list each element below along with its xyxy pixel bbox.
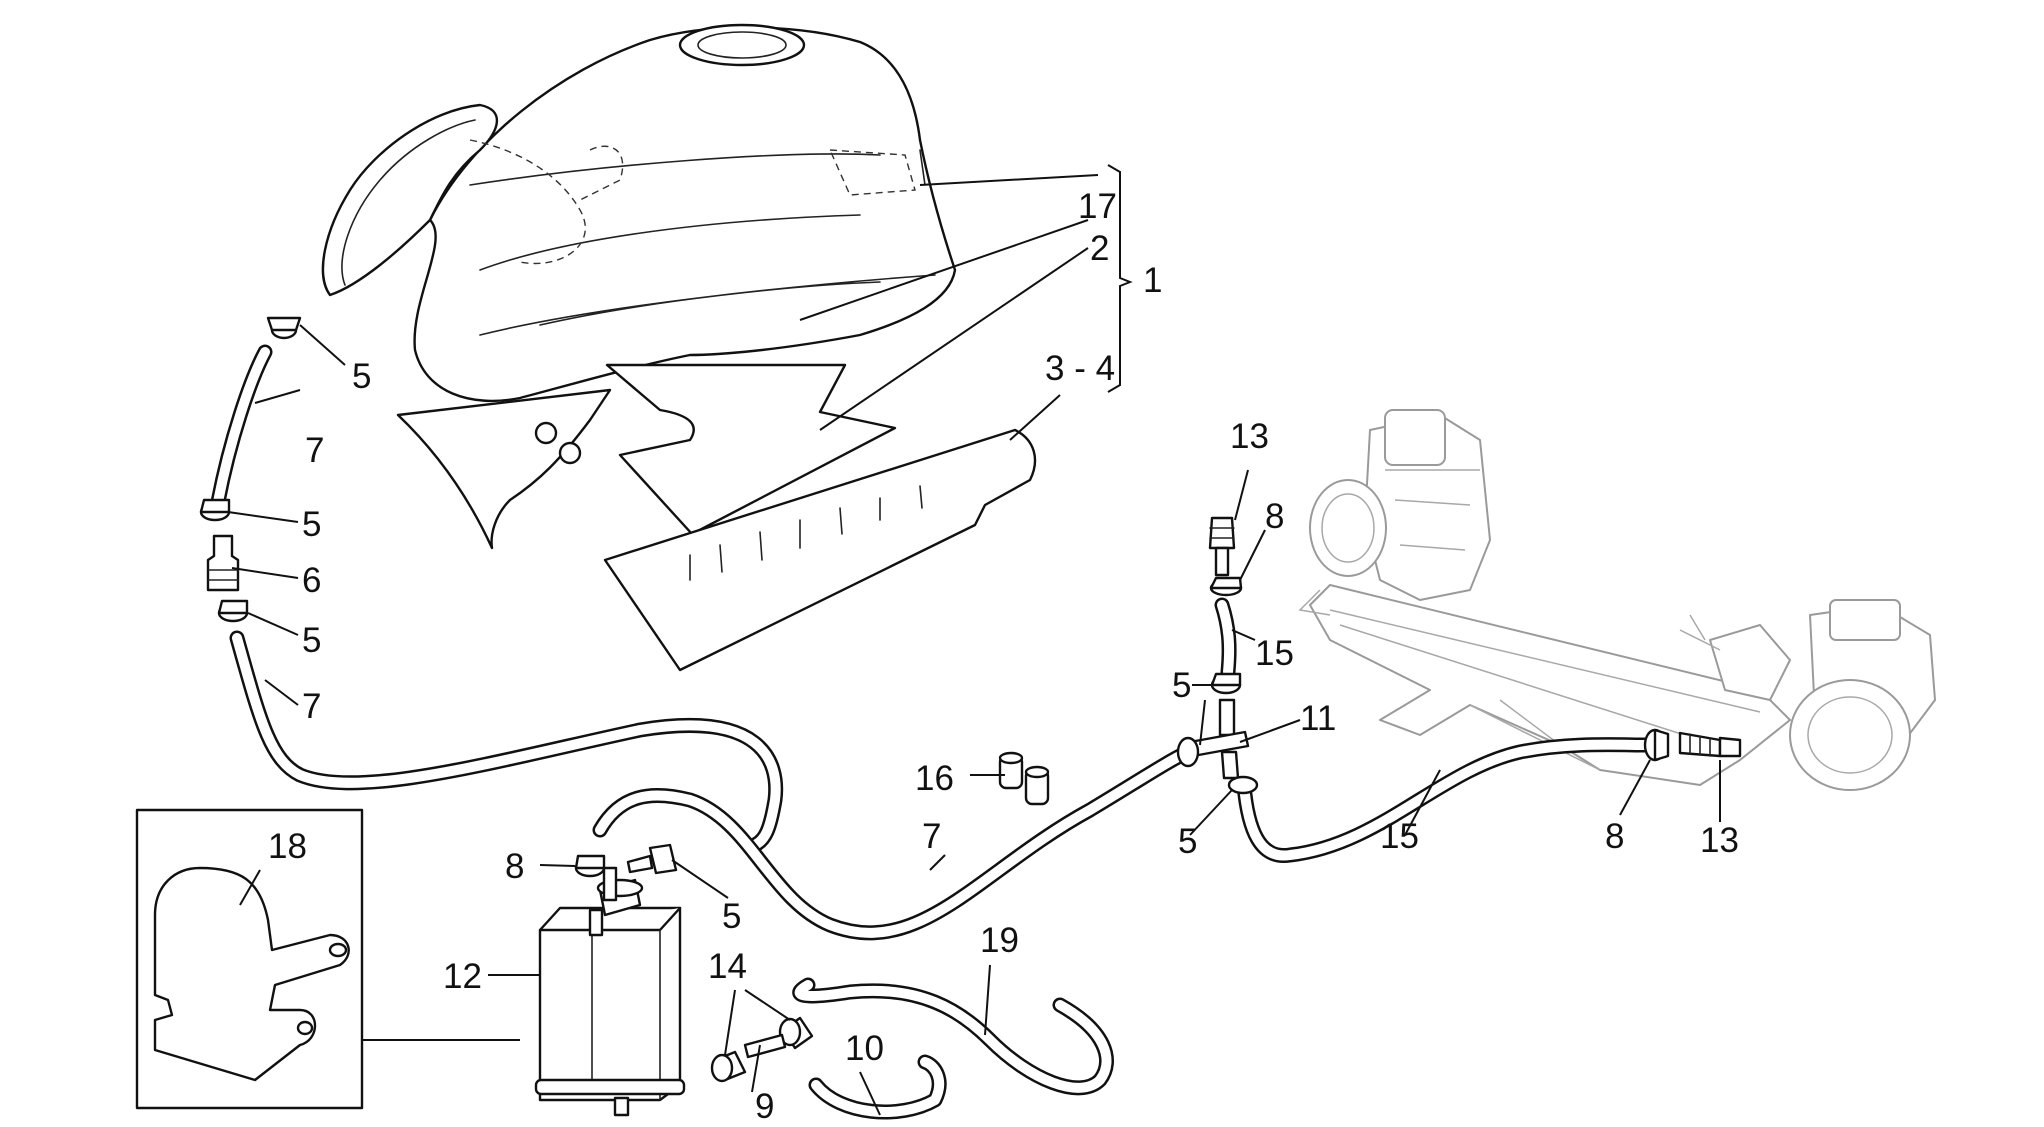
callout-5-c: 5 [302,621,321,660]
tank-pad [605,363,897,536]
callout-16: 16 [915,759,954,798]
callout-9: 9 [755,1087,774,1126]
callout-8-c: 8 [505,847,524,886]
callout-19: 19 [980,921,1019,960]
callout-5-a: 5 [352,357,371,396]
callout-5-f: 5 [722,897,741,936]
callout-10: 10 [845,1029,884,1068]
callout-7-a: 7 [305,431,324,470]
charcoal-canister [534,866,686,1117]
hoses [210,344,1653,1096]
callout-1: 1 [1143,261,1162,300]
tank-side-panel [396,388,612,550]
callout-2: 2 [1090,229,1109,268]
leader-lines [227,164,1721,1116]
callout-5-e: 5 [1178,822,1197,861]
callout-13-b: 13 [1700,821,1739,860]
callout-14: 14 [708,947,747,986]
callout-7-c: 7 [922,817,941,856]
callout-15-b: 15 [1380,817,1419,856]
callout-5-b: 5 [302,505,321,544]
fuel-tank [321,23,957,403]
callout-13-a: 13 [1230,417,1269,456]
callout-3-4: 3 - 4 [1045,349,1115,388]
callout-7-b: 7 [302,687,321,726]
callout-labels: 1 17 2 3 - 4 5 7 5 6 5 7 13 8 15 5 11 16… [268,187,1739,1126]
callout-18: 18 [268,827,307,866]
callout-5-d: 5 [1172,666,1191,705]
fittings [199,316,1742,1083]
callout-11: 11 [1300,699,1336,738]
callout-12: 12 [443,957,482,996]
callout-8-a: 8 [1265,497,1284,536]
throttle-body-assembly [1298,409,1936,791]
bracket-detail [135,808,364,1110]
callout-17: 17 [1078,187,1117,226]
callout-6: 6 [302,561,321,600]
callout-15-a: 15 [1255,634,1294,673]
callout-8-b: 8 [1605,817,1624,856]
